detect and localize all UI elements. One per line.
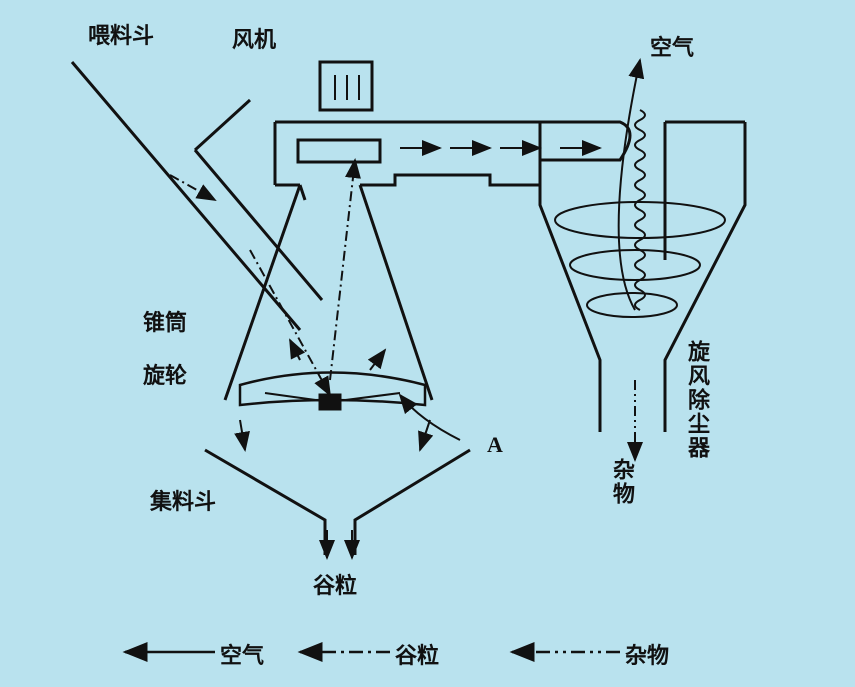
rotor xyxy=(238,371,427,407)
label-rotor: 旋轮 xyxy=(143,364,188,389)
label-collecting-hopper: 集料斗 xyxy=(150,490,217,515)
feed-chute-inner xyxy=(193,149,324,301)
fan-motor xyxy=(318,60,374,112)
label-cone: 锥筒 xyxy=(143,311,188,336)
cone-cylinder xyxy=(223,184,434,401)
cyclone-spiral xyxy=(634,109,646,311)
label-feed-hopper: 喂料斗 xyxy=(88,24,155,49)
legend-label-grain: 谷粒 xyxy=(395,644,440,669)
label-grain-out: 谷粒 xyxy=(313,574,358,599)
air-duct xyxy=(273,120,545,187)
label-point-a: A xyxy=(487,432,503,457)
legend-label-air: 空气 xyxy=(220,644,265,669)
collecting-hopper xyxy=(204,448,471,555)
legend-label-impurities: 杂物 xyxy=(625,644,670,669)
feed-chute xyxy=(70,61,302,331)
cyclone-body xyxy=(538,120,747,432)
label-fan: 风机 xyxy=(232,28,277,53)
label-cyclone: 旋风除尘器 xyxy=(684,340,709,460)
label-impurities-out: 杂物 xyxy=(609,458,634,506)
label-air-out: 空气 xyxy=(650,36,695,61)
